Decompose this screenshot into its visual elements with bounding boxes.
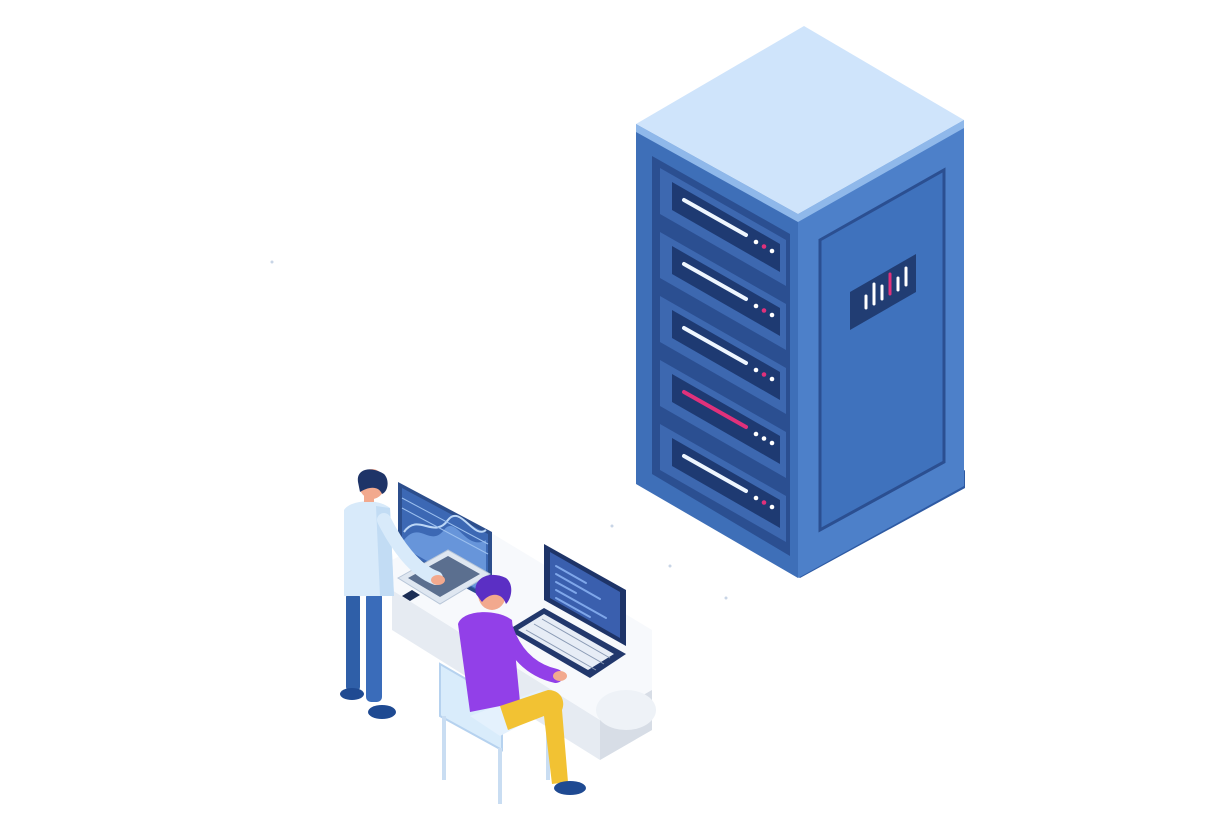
laptop-seated bbox=[508, 544, 626, 678]
rack-slots bbox=[660, 168, 786, 542]
rack-top-face bbox=[636, 26, 964, 214]
seated-person bbox=[458, 574, 586, 795]
laptop-standing bbox=[397, 549, 491, 605]
standing-person bbox=[340, 469, 445, 719]
rack-status-display bbox=[850, 254, 916, 330]
server-slot bbox=[660, 168, 786, 286]
server-slot bbox=[660, 424, 786, 542]
server-slot bbox=[660, 232, 786, 350]
server-rack bbox=[636, 26, 965, 578]
decorative-dots bbox=[270, 260, 728, 600]
server-slot bbox=[660, 360, 786, 478]
server-slot bbox=[660, 296, 786, 414]
